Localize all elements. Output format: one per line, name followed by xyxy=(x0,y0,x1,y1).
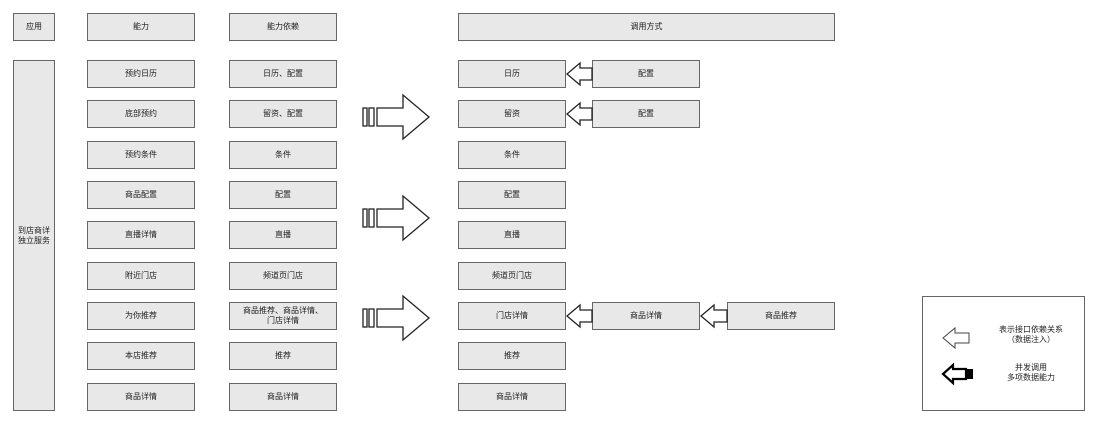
header-invoke: 调用方式 xyxy=(458,13,835,41)
inject-arrow-icon xyxy=(565,101,593,127)
capability-box: 本店推荐 xyxy=(87,342,195,370)
dependency-box: 条件 xyxy=(229,141,337,169)
capability-box: 附近门店 xyxy=(87,262,195,290)
invoke-box: 条件 xyxy=(458,141,566,169)
dependency-box: 留资、配置 xyxy=(229,100,337,128)
legend-inject-label: 表示接口依赖关系 （数据注入） xyxy=(999,325,1063,345)
concurrent-arrow-icon xyxy=(941,362,973,386)
invoke-box: 推荐 xyxy=(458,342,566,370)
invoke-box: 留资 xyxy=(458,100,566,128)
header-app: 应用 xyxy=(13,13,55,41)
app-service-box: 到店商详 独立服务 xyxy=(13,60,55,411)
capability-box: 预约日历 xyxy=(87,60,195,88)
dependency-box: 配置 xyxy=(229,181,337,209)
dependency-box: 直播 xyxy=(229,221,337,249)
legend-concurrent-label: 并发调用 多项数据能力 xyxy=(1007,363,1055,383)
inject-arrow-icon xyxy=(565,61,593,87)
invoke-box: 配置 xyxy=(458,181,566,209)
header-capability: 能力 xyxy=(87,13,195,41)
invoke-box: 日历 xyxy=(458,60,566,88)
capability-box: 商品详情 xyxy=(87,383,195,411)
dependency-box: 频道页门店 xyxy=(229,262,337,290)
invoke-box: 门店详情 xyxy=(458,302,566,330)
inject-arrow-icon xyxy=(699,303,728,329)
dependency-box: 推荐 xyxy=(229,342,337,370)
invoke-box: 直播 xyxy=(458,221,566,249)
capability-box: 商品配置 xyxy=(87,181,195,209)
capability-box: 预约条件 xyxy=(87,141,195,169)
dependency-box: 商品推荐、商品详情、 门店详情 xyxy=(229,302,337,330)
dependency-box: 日历、配置 xyxy=(229,60,337,88)
inject-box: 配置 xyxy=(592,60,700,88)
concurrent-arrow-icon xyxy=(362,194,431,242)
header-dependency: 能力依赖 xyxy=(229,13,337,41)
inject-box: 商品详情 xyxy=(592,302,700,330)
concurrent-arrow-icon xyxy=(362,93,431,141)
concurrent-arrow-icon xyxy=(362,294,431,342)
capability-box: 直播详情 xyxy=(87,221,195,249)
capability-box: 为你推荐 xyxy=(87,302,195,330)
inject-arrow-icon xyxy=(942,326,970,350)
invoke-box: 商品详情 xyxy=(458,383,566,411)
inject-arrow-icon xyxy=(565,303,593,329)
inject-box: 商品推荐 xyxy=(727,302,835,330)
capability-box: 底部预约 xyxy=(87,100,195,128)
legend-box xyxy=(922,296,1085,411)
dependency-box: 商品详情 xyxy=(229,383,337,411)
invoke-box: 频道页门店 xyxy=(458,262,566,290)
inject-box: 配置 xyxy=(592,100,700,128)
